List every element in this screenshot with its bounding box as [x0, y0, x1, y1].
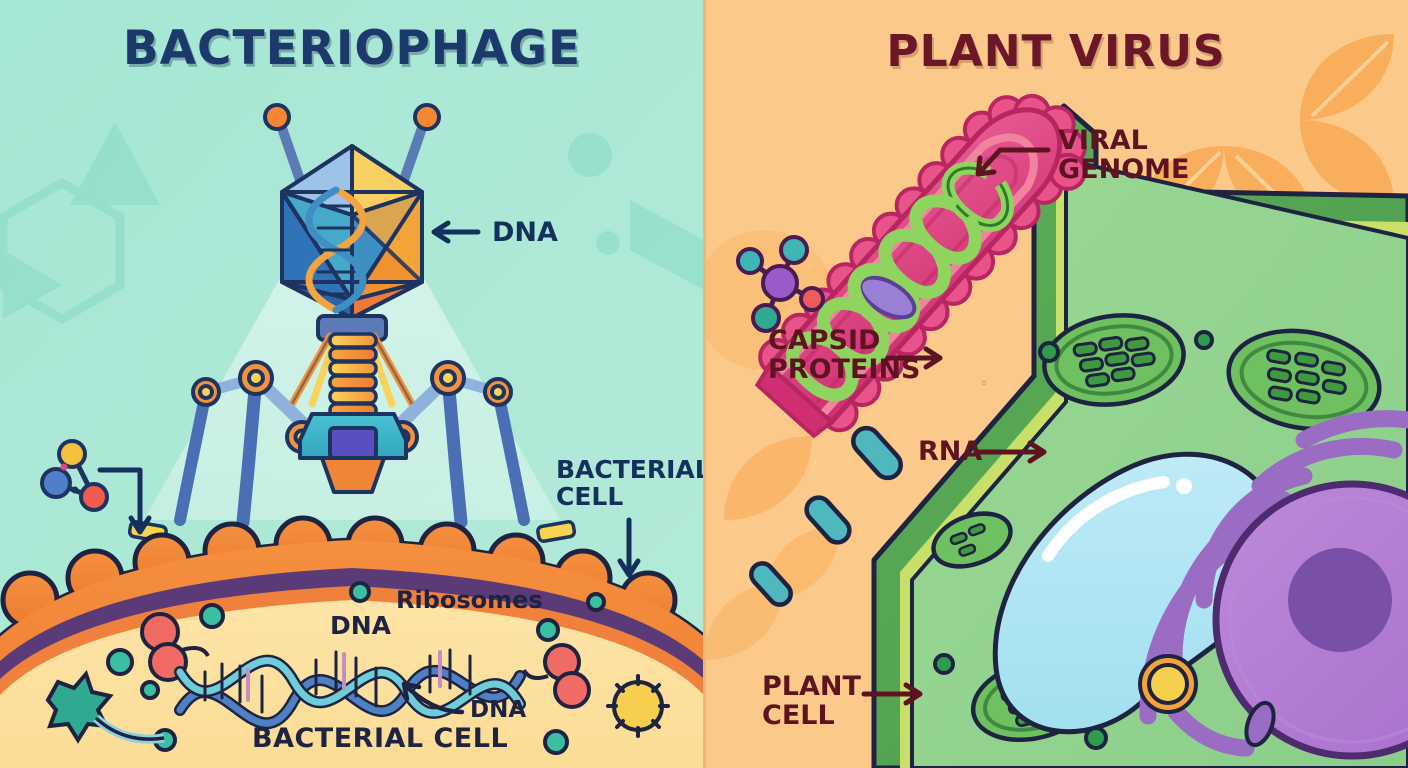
viral-genome-arrow	[975, 147, 1051, 177]
plant-cell-label: PLANT CELL	[762, 672, 861, 730]
inner-dna-label: DNA	[330, 611, 392, 640]
phage-antennae	[263, 103, 441, 185]
tail-fibers-upper	[288, 332, 416, 408]
inner-dna-arrow	[401, 681, 465, 715]
viral-genome-label-line1: VIRAL	[1058, 125, 1148, 156]
dna-label: DNA	[492, 217, 558, 248]
molecule-icon	[736, 235, 825, 333]
organelles-misc	[933, 330, 1276, 750]
capsid-proteins-label-line1: CAPSID	[768, 325, 881, 356]
page-title-right: PLANT VIRUS	[886, 26, 1226, 77]
bacteriophage-scene	[0, 0, 704, 768]
baseplate	[298, 412, 408, 494]
viral-rna-helix	[786, 161, 1015, 402]
molecule-arrow	[97, 467, 152, 535]
dna-label-arrow	[431, 220, 481, 244]
capsid-proteins-arrow	[885, 346, 943, 370]
viral-genome-label-line2: GENOME	[1058, 154, 1190, 186]
viral-genome-label: VIRAL GENOME	[1058, 126, 1189, 184]
plant-virus-panel: PLANT VIRUS VIRAL GENOME CAPSID PROTEINS…	[704, 0, 1408, 768]
plant-cell-label-line2: CELL	[762, 700, 835, 732]
chloroplasts	[931, 313, 1382, 743]
ribosomes-label: Ribosomes	[396, 586, 543, 614]
bacterial-cell-label: BACTERIAL CELL	[556, 456, 704, 510]
tail-sheath	[328, 332, 378, 419]
rna-arrow	[973, 440, 1047, 464]
capsid-proteins-label-line2: PROTEINS	[768, 354, 921, 386]
bacterial-cell-label-line1: BACTERIAL	[556, 455, 704, 484]
bacterial-cell-arrow	[617, 517, 641, 578]
panel-divider	[703, 0, 706, 768]
virus-particle-yellow	[606, 674, 670, 738]
capsid-dna-helix	[305, 186, 367, 314]
virus-attachment	[749, 425, 903, 607]
nucleus	[1212, 480, 1408, 760]
rna-label: RNA	[918, 436, 983, 467]
bacterial-dna	[174, 648, 526, 730]
inner-dna-label-2: DNA	[470, 697, 527, 723]
plant-cell-label-line1: PLANT	[762, 671, 861, 702]
capsid-proteins-label: CAPSID PROTEINS	[768, 326, 920, 384]
bacterial-cell-caption: BACTERIAL CELL	[252, 723, 509, 754]
cytoplasm-contents	[45, 581, 670, 755]
plant-virus-scene	[704, 0, 1408, 768]
page-title-left: BACTERIOPHAGE	[122, 21, 582, 76]
bacterial-cell-label-line2: CELL	[556, 482, 624, 511]
ribosome-pair-right	[522, 643, 591, 709]
bacteriophage-panel: BACTERIOPHAGE DNA BACTERIAL CELL DNA Rib…	[0, 0, 704, 768]
background-decor	[0, 122, 704, 325]
flagellum	[92, 714, 165, 744]
plant-virus	[754, 93, 1087, 439]
nucleolus	[1288, 548, 1392, 652]
molecule-icon	[40, 439, 109, 512]
plant-cell-arrow	[861, 682, 923, 706]
